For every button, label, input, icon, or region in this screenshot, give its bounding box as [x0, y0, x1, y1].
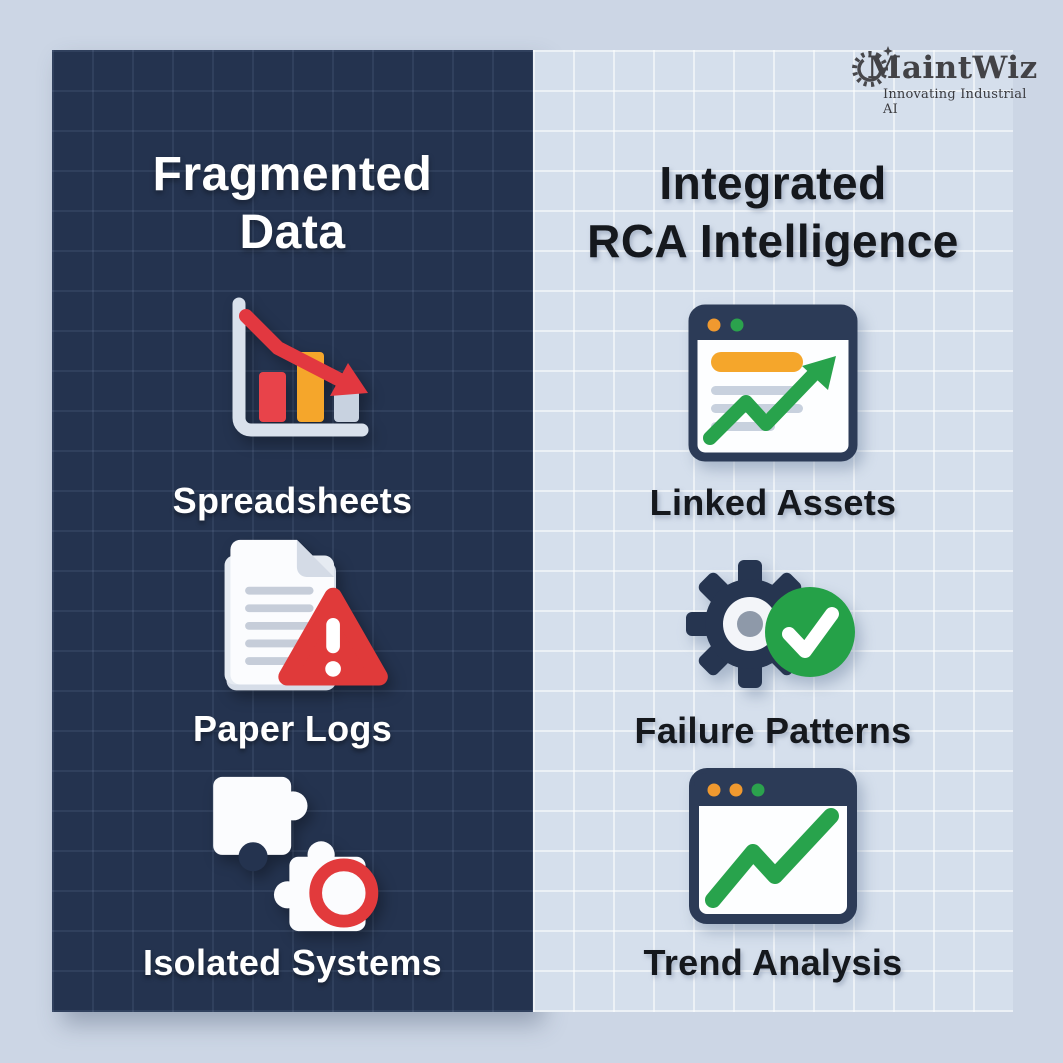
disconnected-puzzle-icon	[52, 766, 533, 932]
right-panel-title: Integrated RCA Intelligence	[533, 154, 1013, 270]
left-title-line-1: Fragmented	[152, 148, 433, 201]
browser-trend-line-icon	[533, 768, 1013, 926]
fragmented-data-panel: Fragmented Data Spreadsheets	[52, 50, 533, 1012]
left-title-line-2: Data	[239, 206, 346, 259]
maintwiz-logo: MaintWiz Innovating Industrial AI	[850, 40, 1037, 117]
gear-logo-icon	[850, 40, 900, 97]
gear-checkmark-icon	[533, 550, 1013, 702]
browser-growth-arrow-icon	[533, 304, 1013, 464]
documents-warning-icon	[52, 532, 533, 708]
right-title-line-2: RCA Intelligence	[587, 215, 959, 267]
linked-assets-label: Linked Assets	[649, 482, 897, 523]
right-title-line-1: Integrated	[659, 157, 887, 209]
isolated-systems-label: Isolated Systems	[143, 942, 442, 983]
failure-patterns-label: Failure Patterns	[634, 710, 912, 751]
declining-bar-chart-icon	[52, 286, 533, 458]
paper-logs-label: Paper Logs	[192, 708, 393, 749]
spreadsheets-label: Spreadsheets	[172, 480, 413, 521]
trend-analysis-label: Trend Analysis	[643, 942, 903, 983]
integrated-rca-panel: Integrated RCA Intelligence Linked Asset…	[533, 50, 1013, 1012]
brand-name: MaintWiz	[867, 50, 1038, 86]
left-panel-title: Fragmented Data	[52, 146, 533, 262]
brand-tagline: Innovating Industrial AI	[883, 87, 1027, 117]
